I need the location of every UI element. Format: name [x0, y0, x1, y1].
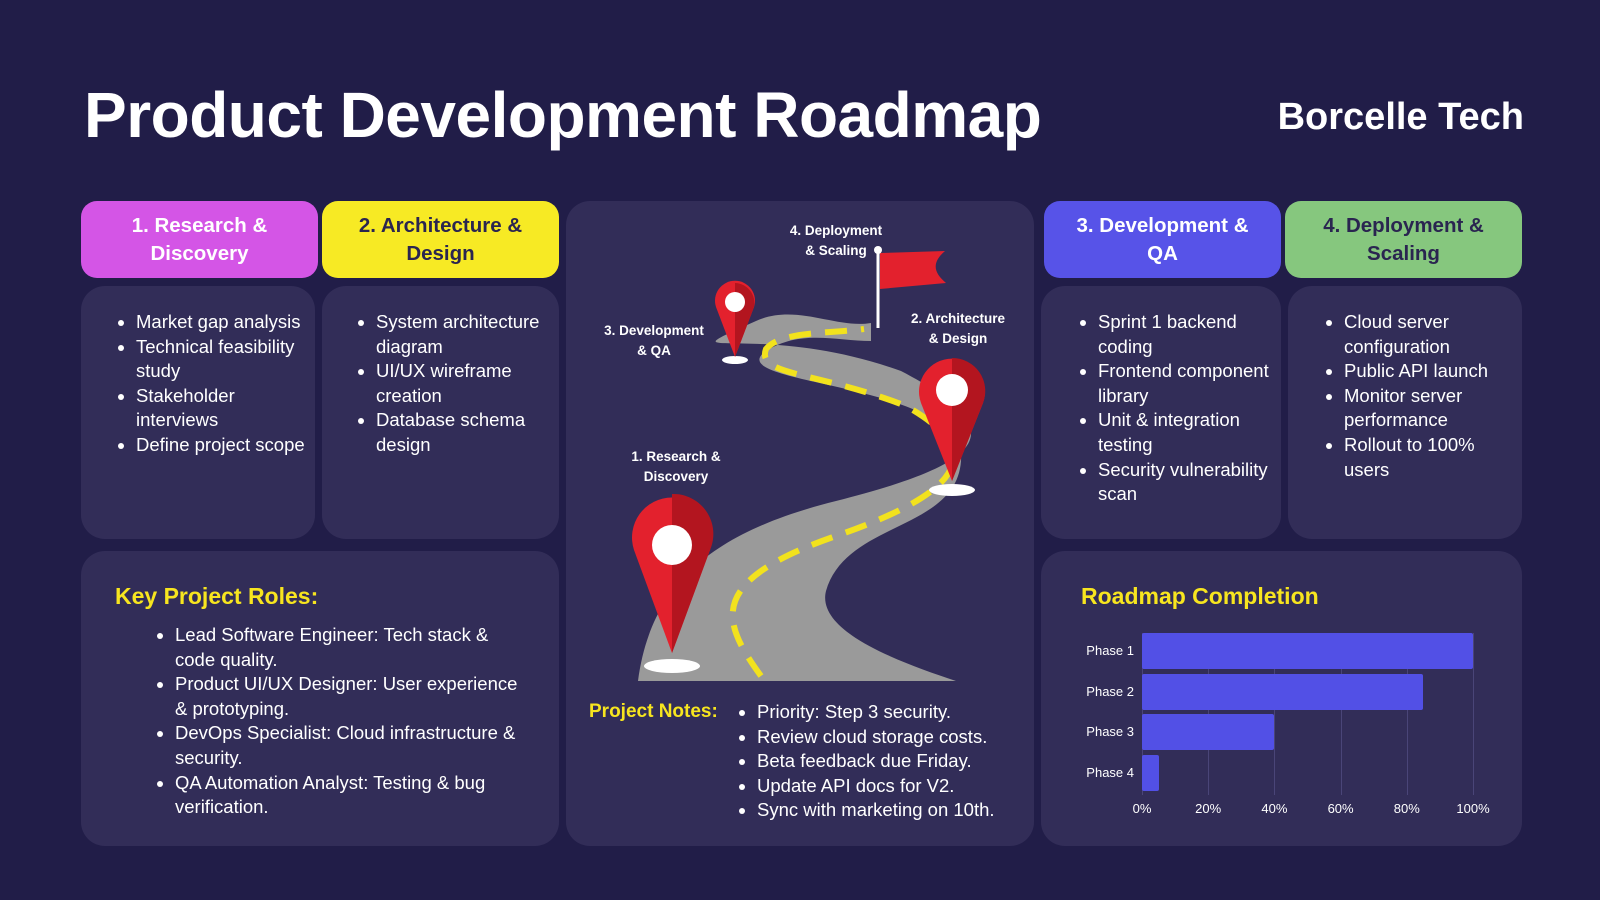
phase-2-task-list: System architecture diagram UI/UX wirefr…: [356, 310, 556, 458]
phase-1-header: 1. Research & Discovery: [81, 201, 318, 278]
list-item: System architecture diagram: [376, 310, 556, 359]
list-item: Market gap analysis: [136, 310, 311, 335]
chart-bar: [1142, 633, 1473, 669]
page-title: Product Development Roadmap: [84, 79, 1042, 151]
road-label-deployment-line1: 4. Deployment: [789, 223, 883, 238]
map-pin-icon-architecture: [919, 357, 986, 496]
list-item: Security vulnerability scan: [1098, 458, 1283, 507]
list-item: DevOps Specialist: Cloud infrastructure …: [175, 721, 525, 770]
list-item: Sync with marketing on 10th.: [757, 798, 1042, 823]
phase-2-title-line1: 2. Architecture &: [358, 213, 523, 237]
list-item: Frontend component library: [1098, 359, 1283, 408]
road-label-architecture-line1: 2. Architecture: [910, 311, 1006, 326]
map-pin-icon-research: [632, 493, 714, 673]
x-tick-label: 100%: [1456, 801, 1490, 816]
y-category-label: Phase 1: [1086, 643, 1134, 658]
phase-2-header: 2. Architecture & Design: [322, 201, 559, 278]
brand-name: Borcelle Tech: [1277, 96, 1524, 138]
chart-gridline: [1340, 633, 1342, 795]
road-label-development: 3. Development & QA: [592, 321, 716, 361]
x-tick-label: 80%: [1393, 801, 1420, 816]
phase-3-header: 3. Development & QA: [1044, 201, 1281, 278]
list-item: Database schema design: [376, 408, 556, 457]
phase-3-tasks-panel: Sprint 1 backend coding Frontend compone…: [1041, 286, 1281, 539]
phase-4-header: 4. Deployment & Scaling: [1285, 201, 1522, 278]
x-tick-label: 20%: [1195, 801, 1222, 816]
phase-1-title-line2: Discovery: [150, 241, 249, 265]
chart-bar: [1142, 754, 1159, 791]
road-label-research-line1: 1. Research &: [631, 449, 721, 464]
phase-4-tasks-panel: Cloud server configuration Public API la…: [1288, 286, 1522, 539]
phase-4-task-list: Cloud server configuration Public API la…: [1324, 310, 1524, 482]
phase-4-title-line1: 4. Deployment &: [1323, 213, 1484, 237]
list-item: Beta feedback due Friday.: [757, 749, 1042, 774]
y-category-label: Phase 4: [1086, 764, 1134, 780]
flag-icon: [874, 246, 946, 328]
key-roles-heading: Key Project Roles:: [115, 583, 319, 609]
list-item: Unit & integration testing: [1098, 408, 1283, 457]
x-tick-label: 0%: [1132, 801, 1152, 816]
x-tick-label: 60%: [1327, 801, 1354, 816]
chart-bar: [1142, 714, 1275, 750]
roadmap-completion-heading: Roadmap Completion: [1081, 583, 1319, 609]
phase-3-title-line2: QA: [1147, 241, 1178, 265]
phase-1-title-line1: 1. Research &: [131, 213, 268, 237]
road-label-deployment-line2: & Scaling: [805, 243, 867, 258]
road-label-architecture-line2: & Design: [928, 331, 988, 346]
list-item: Rollout to 100% users: [1344, 433, 1524, 482]
road-label-architecture: 2. Architecture & Design: [894, 309, 1022, 349]
road-label-deployment: 4. Deployment & Scaling: [776, 221, 896, 261]
phase-4-title-line2: Scaling: [1367, 241, 1440, 265]
roadmap-panel: 4. Deployment & Scaling 3. Development &…: [566, 201, 1034, 846]
list-item: Lead Software Engineer: Tech stack & cod…: [175, 623, 525, 672]
chart-gridline: [1473, 633, 1474, 795]
completion-bar-chart: 0% 20% 40% 60% 80% 100% Phase 1 Phase 2 Phase 3 P…: [1041, 551, 1522, 846]
list-item: Product UI/UX Designer: User experience …: [175, 672, 525, 721]
phase-3-task-list: Sprint 1 backend coding Frontend compone…: [1078, 310, 1283, 507]
list-item: Cloud server configuration: [1344, 310, 1524, 359]
key-roles-list: Lead Software Engineer: Tech stack & cod…: [155, 623, 525, 820]
list-item: QA Automation Analyst: Testing & bug ver…: [175, 771, 525, 820]
phase-3-title-line1: 3. Development &: [1076, 213, 1249, 237]
phase-1-tasks-panel: Market gap analysis Technical feasibilit…: [81, 286, 315, 539]
winding-road: [638, 314, 972, 681]
list-item: Define project scope: [136, 433, 311, 458]
map-pin-icon-development: [715, 280, 755, 364]
chart-gridline: [1406, 633, 1408, 795]
road-center-line: [729, 326, 957, 678]
chart-bar: [1142, 673, 1424, 710]
list-item: Update API docs for V2.: [757, 774, 1042, 799]
y-category-label: Phase 2: [1086, 683, 1134, 699]
project-notes-list: Priority: Step 3 security. Review cloud …: [737, 700, 1042, 823]
phase-2-title-line2: Design: [406, 241, 475, 265]
list-item: Monitor server performance: [1344, 384, 1524, 433]
list-item: Technical feasibility study: [136, 335, 311, 384]
road-label-research-line2: Discovery: [643, 469, 709, 484]
list-item: Sprint 1 backend coding: [1098, 310, 1283, 359]
list-item: Priority: Step 3 security.: [757, 700, 1042, 725]
roadmap-illustration: [632, 246, 986, 681]
road-label-development-line1: 3. Development: [604, 323, 704, 338]
road-label-development-line2: & QA: [637, 343, 671, 358]
x-tick-label: 40%: [1261, 801, 1288, 816]
phase-2-tasks-panel: System architecture diagram UI/UX wirefr…: [322, 286, 559, 539]
y-category-label: Phase 3: [1086, 724, 1134, 739]
roadmap-completion-panel: Roadmap Completion 0% 20% 40% 60% 80% 100% Pha…: [1041, 551, 1522, 846]
chart-gridline: [1274, 633, 1276, 795]
project-notes-heading: Project Notes:: [589, 701, 718, 722]
list-item: Review cloud storage costs.: [757, 725, 1042, 750]
list-item: Stakeholder interviews: [136, 384, 311, 433]
list-item: UI/UX wireframe creation: [376, 359, 556, 408]
road-label-research: 1. Research & Discovery: [616, 447, 736, 487]
phase-1-task-list: Market gap analysis Technical feasibilit…: [116, 310, 311, 458]
list-item: Public API launch: [1344, 359, 1524, 384]
key-roles-panel: Key Project Roles: Lead Software Enginee…: [81, 551, 559, 846]
